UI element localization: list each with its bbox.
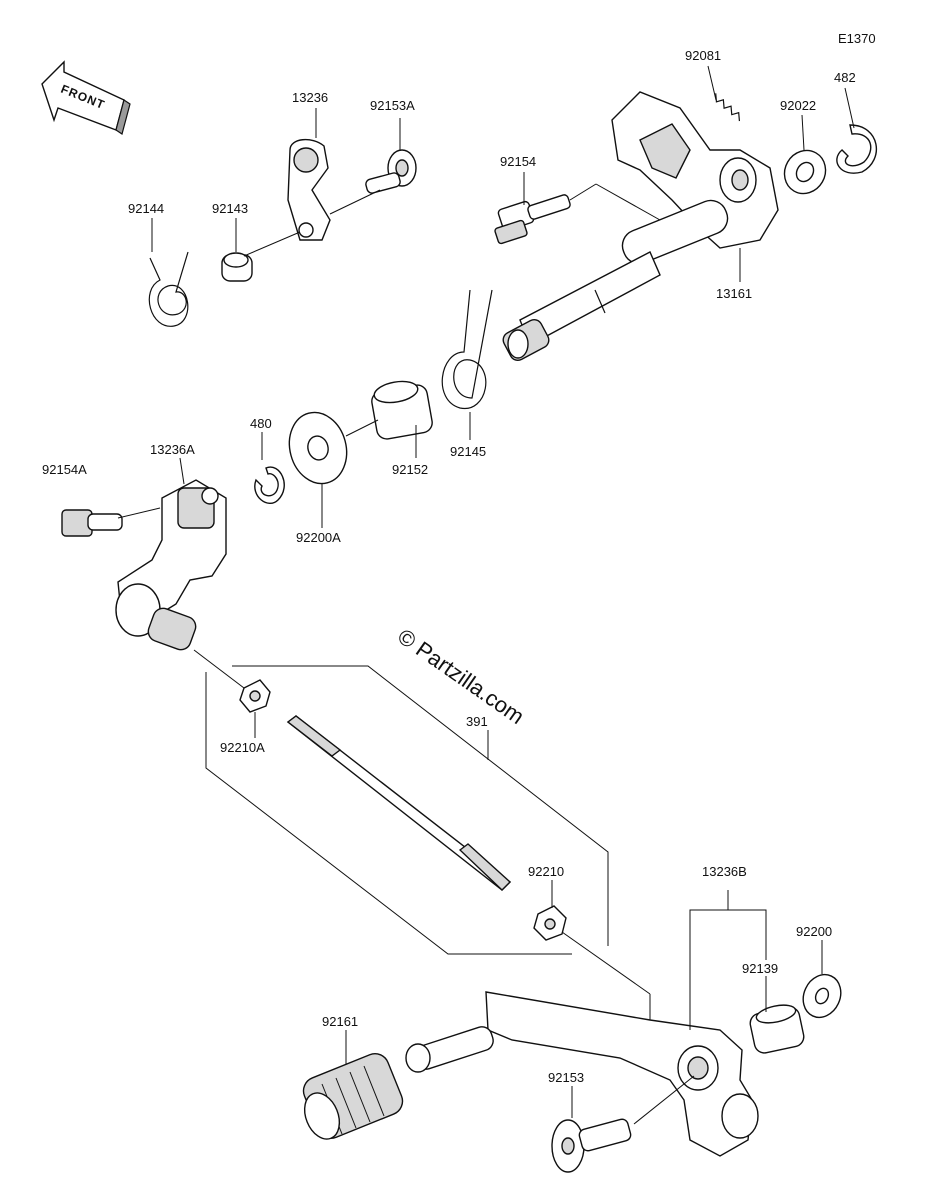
watermark: © Partzilla.com xyxy=(393,624,529,730)
collar-92139 xyxy=(749,1004,805,1054)
shift-shaft-arm-13161 xyxy=(611,91,779,265)
label-92145: 92145 xyxy=(450,444,486,459)
label-92210: 92210 xyxy=(528,864,564,879)
label-92081: 92081 xyxy=(685,48,721,63)
label-39110: 391 xyxy=(466,714,488,729)
label-13236B: 13236B xyxy=(702,864,747,879)
label-92143: 92143 xyxy=(212,201,248,216)
label-92152: 92152 xyxy=(392,462,428,477)
label-92154: 92154 xyxy=(500,154,536,169)
diagram-code: E1370 xyxy=(838,31,876,46)
shift-shaft-13161 xyxy=(502,251,661,361)
circlip-480 xyxy=(254,466,285,505)
circlip-482 xyxy=(836,124,878,174)
label-13236A: 13236A xyxy=(150,442,195,457)
label-92161: 92161 xyxy=(322,1014,358,1029)
label-480: 480 xyxy=(250,416,272,431)
bolt-92154 xyxy=(494,194,571,245)
nut-92210 xyxy=(533,905,567,941)
spring-92145 xyxy=(441,289,493,409)
bolt-92154A xyxy=(61,509,123,537)
bolt-92153A xyxy=(365,149,417,194)
front-direction-arrow: FRONT xyxy=(41,60,131,135)
label-92139: 92139 xyxy=(742,961,778,976)
bolt-92153 xyxy=(551,1118,632,1173)
washer-92200A xyxy=(288,411,348,485)
label-92022: 92022 xyxy=(780,98,816,113)
collar-92143 xyxy=(221,252,253,282)
part-labels: 92081 482 92022 13236 92153A 92154 92144… xyxy=(42,48,856,1085)
arm-13236 xyxy=(287,139,331,241)
nut-92210A xyxy=(239,679,271,713)
label-92154A: 92154A xyxy=(42,462,87,477)
shift-pedal-13236B xyxy=(405,991,759,1157)
label-482: 482 xyxy=(834,70,856,85)
label-92210A: 92210A xyxy=(220,740,265,755)
collar-92152 xyxy=(371,380,433,440)
spring-92144 xyxy=(148,251,189,327)
label-92144: 92144 xyxy=(128,201,164,216)
spring-92081 xyxy=(715,93,741,122)
label-92200A: 92200A xyxy=(296,530,341,545)
label-92153: 92153 xyxy=(548,1070,584,1085)
washer-92022 xyxy=(783,149,827,195)
leader-lines xyxy=(117,65,855,1125)
label-13161: 13161 xyxy=(716,286,752,301)
label-92200: 92200 xyxy=(796,924,832,939)
tie-rod-39110 xyxy=(286,715,512,891)
label-92153A: 92153A xyxy=(370,98,415,113)
rubber-92161 xyxy=(302,1052,404,1140)
shift-arm-13236A xyxy=(115,479,227,651)
washer-92200 xyxy=(802,973,842,1019)
label-13236: 13236 xyxy=(292,90,328,105)
